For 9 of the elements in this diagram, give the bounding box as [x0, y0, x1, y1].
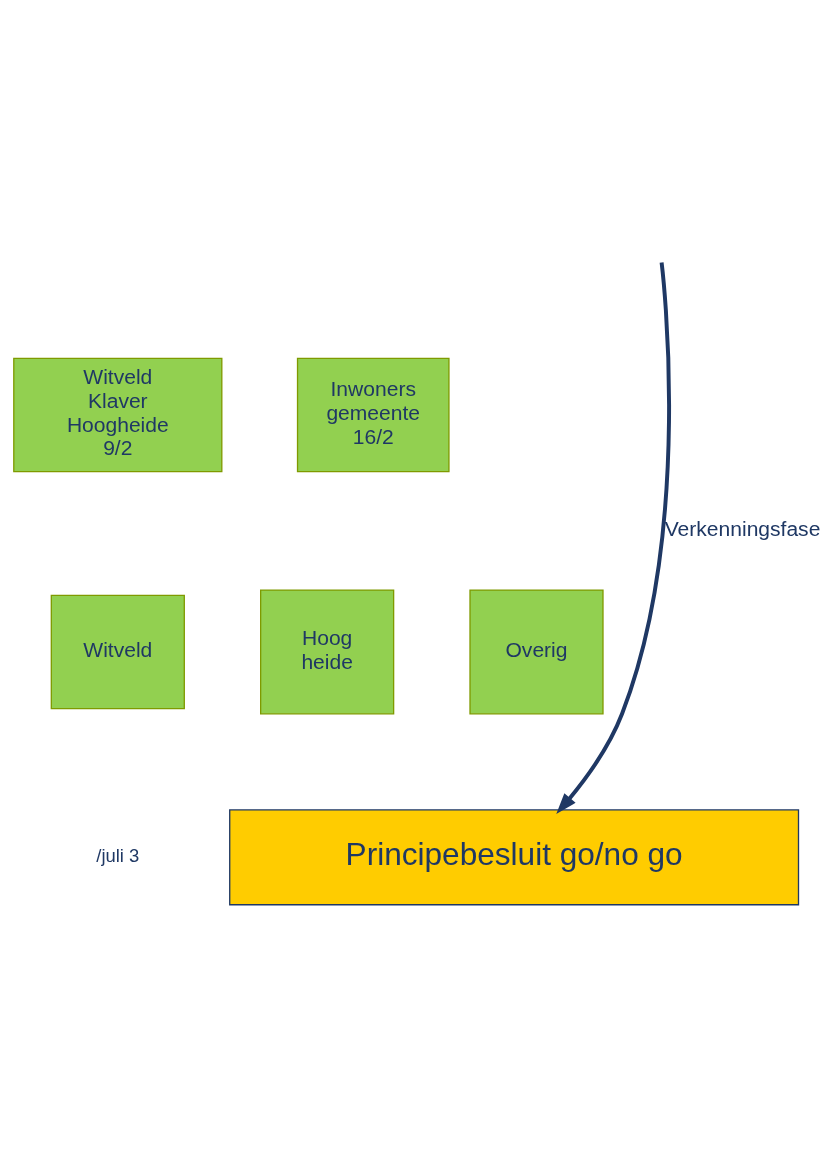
node-box: Inwoners gemeente 16/2 [296, 357, 450, 473]
node-box: Witveld [50, 594, 185, 710]
node-box: Overig [469, 589, 604, 715]
node-box: Witveld Klaver Hoogheide 9/2 [13, 357, 223, 473]
node-box: Principebesluit go/no go [229, 809, 800, 906]
label: /juli 3 [96, 845, 140, 867]
edge-label: Verkenningsfase [664, 516, 821, 540]
node-box: Hoog heide [260, 589, 395, 715]
arrow [556, 262, 671, 815]
